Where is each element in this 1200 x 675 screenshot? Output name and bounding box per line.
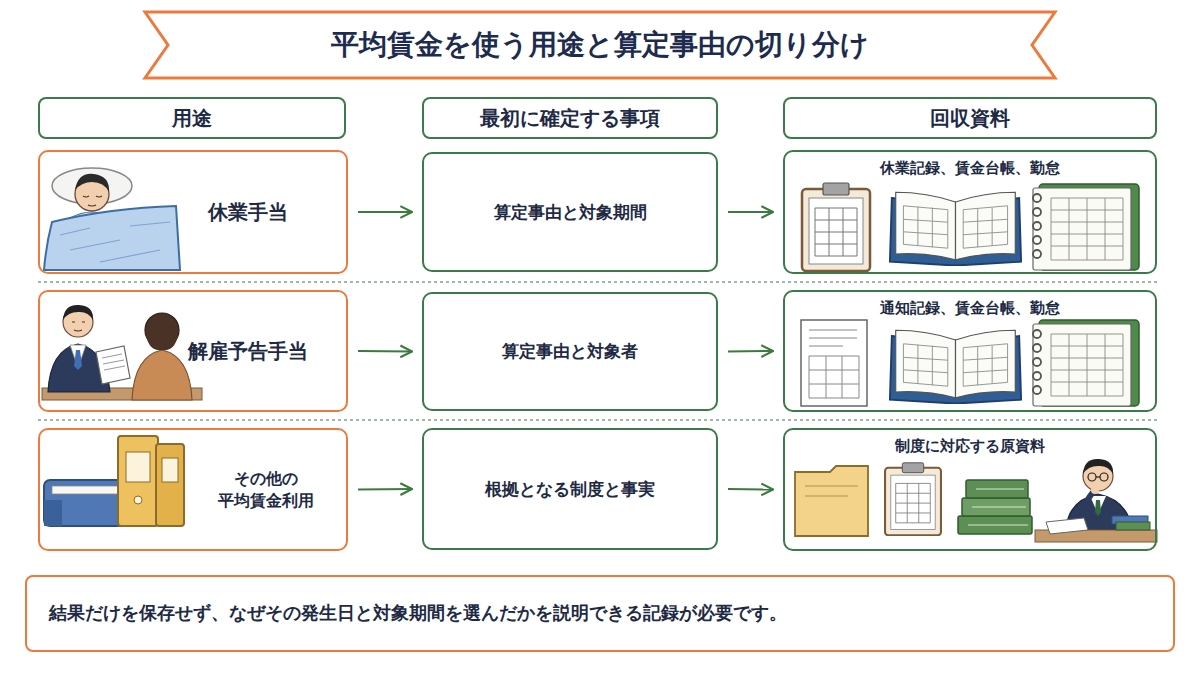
- flow-arrow: [728, 350, 773, 353]
- node-text: 算定事由と対象者: [502, 340, 638, 363]
- node-text: 制度に対応する原資料: [895, 436, 1045, 456]
- node-text: 通知記録、賃金台帳、勤怠: [880, 298, 1060, 318]
- flow-arrow: [358, 350, 412, 353]
- flow-arrow: [358, 488, 412, 491]
- dismissal-notice-illustration: [42, 305, 202, 400]
- node-text: 解雇予告手当: [188, 338, 308, 365]
- ledger-book-icon: [890, 192, 1021, 265]
- node-text: 休業記録、賃金台帳、勤怠: [880, 158, 1060, 178]
- node-text: 結果だけを保存せず、なぜその発生日と対象期間を選んだかを説明できる記録が必要です…: [49, 601, 787, 625]
- decision-item-box: 算定事由と対象者: [422, 292, 718, 411]
- ledger-book-icon: [890, 330, 1021, 403]
- attendance-notebook-icon: [1033, 184, 1139, 270]
- clipboard-icon: [885, 463, 941, 535]
- decision-item-box: 根拠となる制度と事実: [422, 428, 718, 550]
- reviewer-illustration: [1035, 459, 1157, 542]
- decision-item-box: 算定事由と対象期間: [422, 152, 718, 272]
- node-text: 用途: [172, 105, 212, 132]
- source-documents-illustration: [795, 466, 868, 536]
- clipboard-icon: [802, 183, 870, 271]
- node-text: 回収資料: [930, 105, 1010, 132]
- book-stack-icon: [958, 480, 1032, 534]
- title-text: 平均賃金を使う用途と算定事由の切り分け: [170, 14, 1030, 76]
- flow-arrow: [358, 211, 412, 213]
- use-case-box: その他の 平均賃金利用: [38, 428, 348, 551]
- binder-illustration: [44, 436, 184, 526]
- node-text: 最初に確定する事項: [480, 105, 660, 132]
- row-separator: [38, 419, 1160, 420]
- notice-sheet-icon: [801, 320, 867, 406]
- column-header: 回収資料: [783, 97, 1157, 139]
- column-header: 最初に確定する事項: [422, 97, 718, 139]
- column-header: 用途: [38, 97, 346, 139]
- use-case-box: 休業手当: [38, 150, 348, 274]
- title-banner: [145, 12, 1055, 78]
- row-separator: [38, 281, 1160, 282]
- document-box: 休業記録、賃金台帳、勤怠: [783, 150, 1157, 274]
- node-text: 算定事由と対象期間: [494, 201, 647, 224]
- flow-arrow: [728, 211, 773, 213]
- node-text: 根拠となる制度と事実: [485, 478, 655, 501]
- document-box: 制度に対応する原資料: [783, 428, 1157, 551]
- use-case-box: 解雇予告手当: [38, 290, 348, 412]
- note-box: 結果だけを保存せず、なぜその発生日と対象期間を選んだかを説明できる記録が必要です…: [25, 575, 1175, 652]
- attendance-notebook-icon: [1033, 320, 1139, 406]
- sick-person-illustration: [44, 168, 180, 270]
- document-box: 通知記録、賃金台帳、勤怠: [783, 290, 1157, 412]
- node-text: 休業手当: [208, 199, 288, 226]
- node-text: その他の 平均賃金利用: [200, 468, 332, 511]
- flow-arrow: [728, 488, 773, 491]
